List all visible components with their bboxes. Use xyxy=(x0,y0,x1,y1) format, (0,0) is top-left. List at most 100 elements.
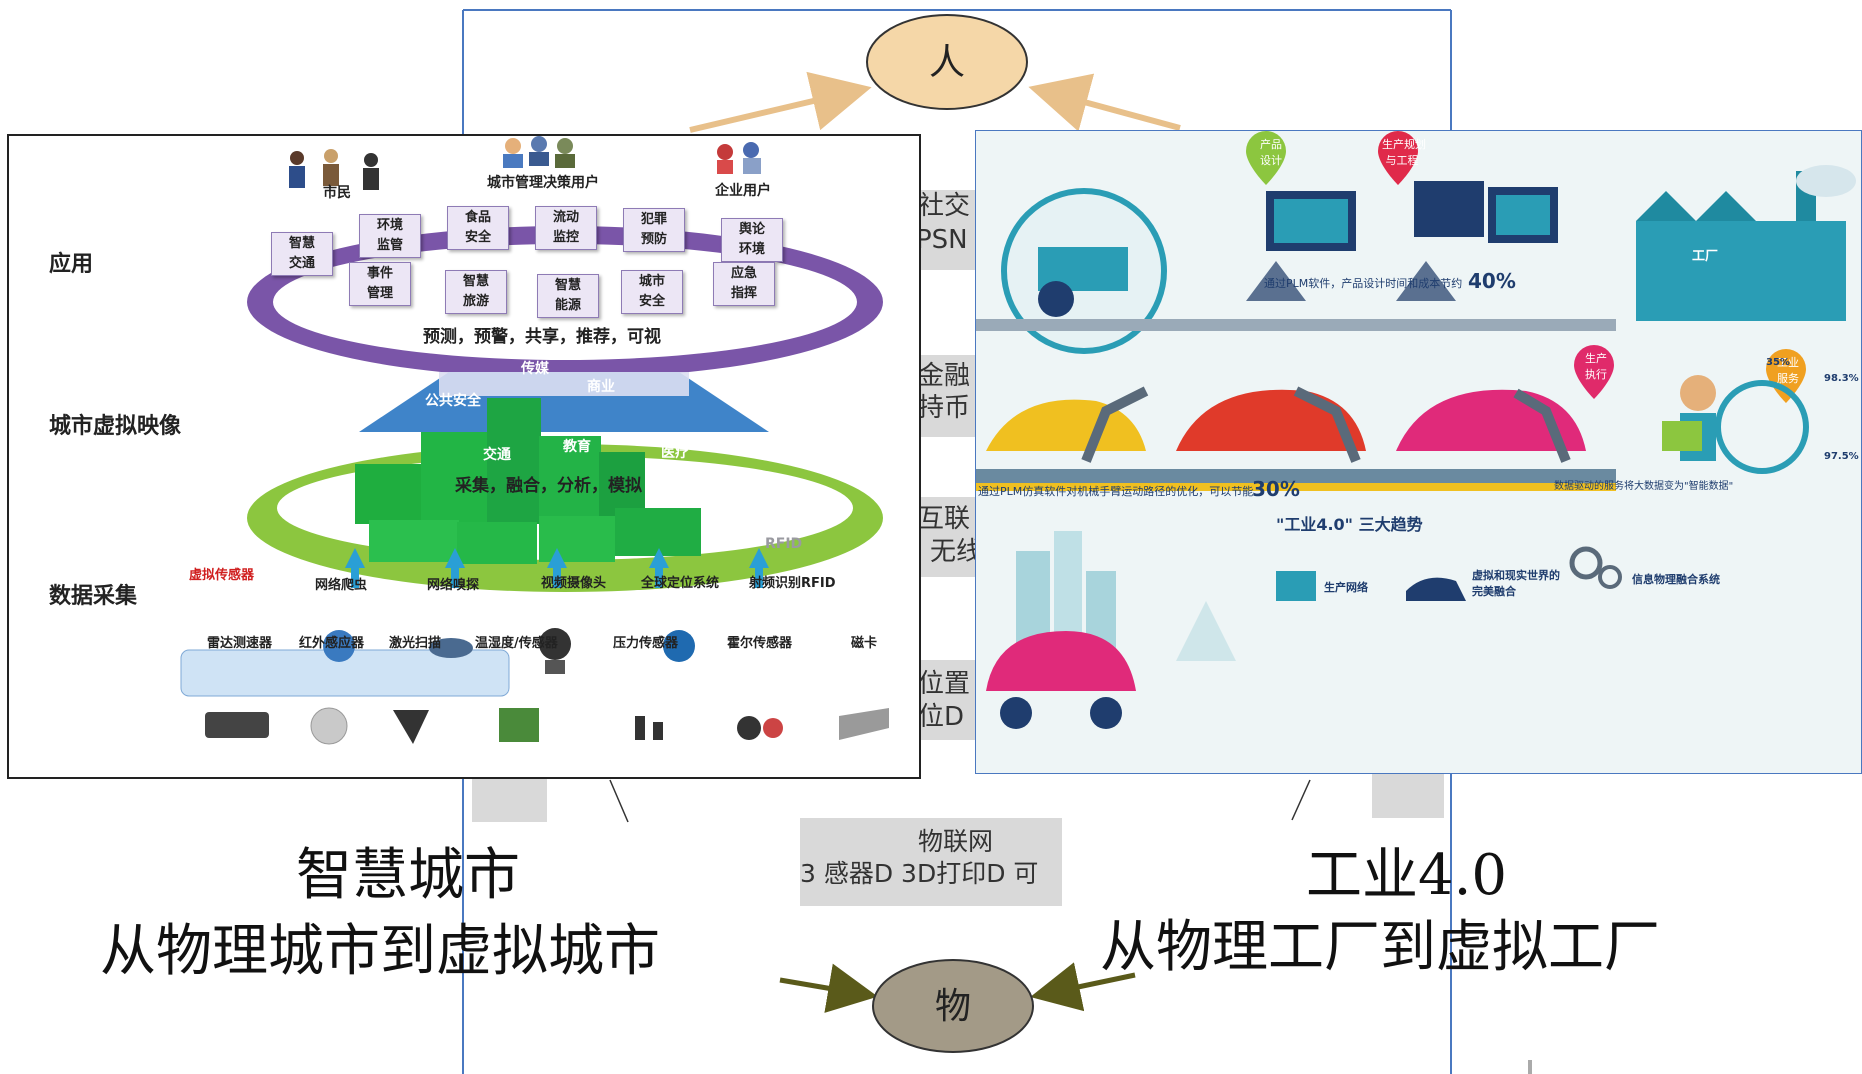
sensor-label: 温湿度/传感器 xyxy=(475,636,558,651)
plm-note: 通过PLM软件，产品设计时间和成本节约 xyxy=(1264,277,1463,290)
robot-arm xyxy=(1293,386,1361,463)
monitor-shape xyxy=(1414,181,1484,237)
tab-internet-bg xyxy=(920,497,980,577)
sensor-label: 视频摄像头 xyxy=(541,576,607,591)
block-shape xyxy=(457,522,537,564)
app-box: 环境 监管 xyxy=(359,214,421,258)
enterprise-figures xyxy=(717,142,761,174)
product-design-pin xyxy=(1246,131,1286,185)
arrow-to-person-right xyxy=(1028,73,1181,132)
production-exec-pin xyxy=(1574,345,1614,399)
pink-car xyxy=(986,631,1136,691)
rail-shape xyxy=(976,319,1616,331)
band2-label: 采集，融合，分析，模拟 xyxy=(455,476,642,496)
sniffer-icon xyxy=(429,638,473,658)
app-box: 城市 安全 xyxy=(621,270,683,314)
user-decision-label: 城市管理决策用户 xyxy=(487,175,599,191)
sensor-label: 网络爬虫 xyxy=(315,578,368,593)
sensor-label: 激光扫描 xyxy=(389,636,442,651)
trend3-icon xyxy=(1569,546,1603,580)
block-shape xyxy=(539,516,615,562)
thing-label: 物 xyxy=(935,986,971,1027)
factory-label: 工厂 xyxy=(1692,249,1719,264)
block-label: 传媒 xyxy=(521,361,549,377)
industry-graphics xyxy=(976,131,1856,729)
block-label: 医疗 xyxy=(661,445,689,461)
industrial-service-pin xyxy=(1766,349,1806,403)
block-shape xyxy=(369,520,459,562)
thing-node: 物 xyxy=(872,959,1034,1053)
virtual-sensor-label: 虚拟传感器 xyxy=(189,568,255,583)
trend1-icon xyxy=(1276,571,1316,601)
arrow-to-thing-left xyxy=(779,963,878,1013)
radar-icon xyxy=(205,712,269,738)
app-box: 食品 安全 xyxy=(447,206,509,250)
industrial-service-label: 工业 服务 xyxy=(1777,356,1799,385)
trend2-label: 虚拟和现实世界的 完美融合 xyxy=(1472,569,1560,598)
camera-icon xyxy=(539,628,571,660)
up-arrows xyxy=(345,548,769,588)
app-box: 应急 指挥 xyxy=(713,262,775,306)
person-node: 人 xyxy=(866,14,1028,110)
sim-note: 通过PLM仿真软件对机械手臂运动路径的优化，可以节能 xyxy=(978,485,1254,498)
industry-title: 工业4.0 xyxy=(1306,843,1508,908)
data-note: 数据驱动的服务将大数据变为"智能数据" xyxy=(1554,481,1734,492)
rfid-tag-label: RFID xyxy=(765,536,803,552)
citizen-figures xyxy=(289,149,379,190)
connector-line-left xyxy=(609,779,629,823)
production-exec-label: 生产 执行 xyxy=(1585,352,1607,381)
block-label: 企业 xyxy=(393,439,421,455)
sensor-label: 红外感应器 xyxy=(299,636,365,651)
block-shape xyxy=(615,508,701,556)
block-shape xyxy=(487,398,541,524)
block-label: 教育 xyxy=(563,439,591,455)
infrared-icon xyxy=(310,707,348,745)
tab-social-line1: 社交 xyxy=(918,191,971,221)
tab-iot-line2: 3 感器D 3D打印D 可 xyxy=(800,859,1039,888)
smart-city-title: 智慧城市 xyxy=(296,843,520,908)
band1-label: 预测，预警，共享，推荐，可视 xyxy=(423,327,661,347)
tab-social-bg xyxy=(920,190,980,270)
sensor-label: 压力传感器 xyxy=(613,636,679,651)
factory-shape xyxy=(1636,221,1846,321)
sensor-label: 全球定位系统 xyxy=(641,576,720,591)
trend3-label: 信息物理融合系统 xyxy=(1632,573,1720,586)
sensor-label: 网络嗅探 xyxy=(427,578,480,593)
app-box: 流动 监控 xyxy=(535,206,597,250)
tab-location-bg xyxy=(920,660,980,740)
sim-pct: 30% xyxy=(1252,477,1300,501)
block-label: 交通 xyxy=(483,447,511,463)
hall-icon xyxy=(737,716,761,740)
user-citizen-label: 市民 xyxy=(323,185,351,201)
tab-iot-line1: 物联网 xyxy=(918,827,994,856)
tab-internet-line1: 互联 xyxy=(918,504,971,534)
tab-social-line2: PSN xyxy=(916,225,968,255)
tab-location-line2: 位D xyxy=(918,702,965,732)
trends-title: "工业4.0" 三大趋势 xyxy=(1276,515,1423,534)
pressure-icon xyxy=(635,716,645,740)
tab-finance-bg xyxy=(920,355,980,437)
smart-city-subtitle: 从物理城市到虚拟城市 xyxy=(100,919,660,984)
tab-location-line1: 位置 xyxy=(918,669,971,699)
connector-line-right xyxy=(1291,779,1311,821)
robot-arm xyxy=(1513,388,1571,463)
stat1: 98.3% xyxy=(1824,373,1859,384)
crawler-icon xyxy=(323,630,355,662)
block-shape xyxy=(355,464,425,524)
stat2: 97.5% xyxy=(1824,451,1859,462)
tab-iot-bg xyxy=(800,818,1062,906)
block-label: 商业 xyxy=(587,379,615,395)
arrow-to-person-left xyxy=(689,71,872,133)
arrow-to-thing-right xyxy=(1030,962,1136,1012)
sensor-label: 射频识别RFID xyxy=(749,576,836,591)
robot-arm xyxy=(1081,386,1149,463)
block-shape xyxy=(539,436,601,524)
production-plan-label: 生产规划 与工程 xyxy=(1382,138,1426,167)
sensor-label: 霍尔传感器 xyxy=(727,636,793,651)
app-box: 智慧 旅游 xyxy=(445,270,507,314)
stat3: 35% xyxy=(1766,357,1790,368)
trend1-label: 生产网络 xyxy=(1324,581,1368,594)
globe-icon xyxy=(663,630,695,662)
app-box: 犯罪 预防 xyxy=(623,208,685,252)
app-box: 智慧 交通 xyxy=(271,232,333,276)
